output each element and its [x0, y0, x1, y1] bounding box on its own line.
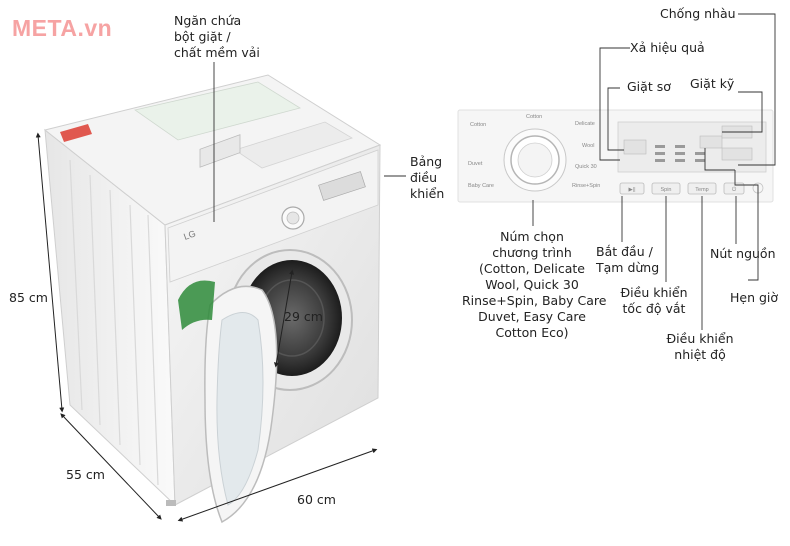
depth-label: 55 cm	[66, 467, 105, 482]
intensive-btn-box	[699, 135, 723, 149]
energy-label	[134, 81, 302, 141]
prog-cotton: Cotton	[470, 122, 486, 128]
dimension-lines	[35, 132, 378, 522]
btn-start	[619, 182, 645, 195]
efficiency-label: Xả hiệu quả	[630, 40, 705, 55]
watermark-logo: META.vn	[12, 15, 113, 41]
prog-quick: Quick 30	[575, 164, 597, 170]
btn-spin-label: Spin	[660, 187, 671, 193]
prewash-label: Giặt sơ	[627, 79, 671, 94]
spin-label: Điều khiển tốc độ vắt	[620, 285, 688, 316]
prog-delicate: Delicate	[575, 121, 595, 127]
prewash-btn-box	[623, 139, 647, 155]
btn-power-label: ⏻	[732, 186, 737, 193]
prog-duvet: Duvet	[468, 161, 483, 167]
prog-baby: Baby Care	[468, 183, 494, 189]
detergent-label: Ngăn chứa bột giặt / chất mềm vải	[174, 13, 260, 60]
btn-power	[723, 182, 745, 195]
timer-label: Hẹn giờ	[730, 290, 779, 305]
prog-delicate-top: Cotton	[526, 114, 542, 120]
depth-line	[60, 413, 162, 520]
btn-temp	[687, 182, 717, 195]
leader-lines	[213, 13, 776, 330]
panel-program-labels: Cotton Cotton Delicate Wool Quick 30 Rin…	[468, 114, 600, 189]
control-panel-label: Bảng điều khiển	[410, 154, 445, 201]
control-panel-closeup: Cotton Cotton Delicate Wool Quick 30 Rin…	[457, 109, 774, 203]
prog-wool: Wool	[582, 143, 594, 149]
brand-text: LG	[182, 228, 197, 242]
height-line	[35, 132, 65, 413]
red-sticker	[60, 124, 92, 142]
prog-rinse: Rinse+Spin	[572, 183, 600, 189]
washing-machine: LG	[43, 74, 382, 524]
foot	[166, 500, 176, 506]
width-label: 60 cm	[297, 492, 336, 507]
intensive-label: Giặt kỹ	[690, 76, 735, 91]
green-sticker	[178, 280, 215, 330]
info-sticker	[234, 121, 353, 169]
height-label: 85 cm	[9, 290, 48, 305]
anti-crease-label: Chống nhàu	[660, 6, 736, 21]
side-ribs	[69, 159, 159, 486]
width-line	[177, 448, 378, 522]
program-knob-label: Núm chọn chương trình (Cotton, Delicate …	[462, 229, 607, 340]
door-label: 29 cm	[284, 309, 323, 324]
temp-label: Điều khiển nhiệt độ	[666, 331, 734, 362]
timer-btn-box	[721, 147, 753, 161]
start-pause-label: Bắt đầu / Tạm dừng	[596, 244, 660, 275]
panel-indicator-dots	[655, 145, 705, 162]
btn-spin	[651, 182, 681, 195]
door-line	[273, 269, 295, 368]
power-label: Nút nguồn	[710, 246, 776, 261]
btn-start-label: ▶||	[628, 187, 635, 193]
btn-temp-label: Temp	[695, 187, 708, 193]
front-display	[318, 171, 366, 201]
detergent-drawer	[199, 134, 241, 168]
